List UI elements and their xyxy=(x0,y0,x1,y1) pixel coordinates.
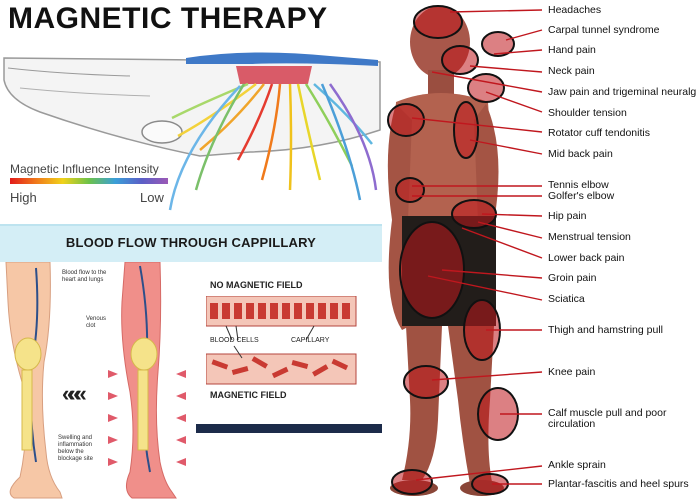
blood-flow-header-band xyxy=(0,224,382,262)
note-venous-clot: Venous clot xyxy=(86,316,107,329)
body-pain-map xyxy=(382,0,700,500)
pain-label-menstrual: Menstrual tension xyxy=(548,231,631,243)
magnetic-field-label: MAGNETIC FIELD xyxy=(210,390,287,400)
direction-chevrons-icon: ««« xyxy=(62,381,87,406)
legend-high-label: High xyxy=(10,190,37,205)
pain-label-jaw: Jaw pain and trigeminal neuralg xyxy=(548,86,697,98)
blood-flow-title: BLOOD FLOW THROUGH CAPPILLARY xyxy=(65,235,317,250)
pain-label-lower-back: Lower back pain xyxy=(548,252,625,264)
legend-low-label: Low xyxy=(140,190,164,205)
pain-label-neck: Neck pain xyxy=(548,65,595,77)
capillary-diagram xyxy=(206,296,357,385)
blood-cells-label: BLOOD CELLS xyxy=(210,337,259,344)
pain-label-hand: Hand pain xyxy=(548,44,596,56)
pain-label-tennis-elbow: Tennis elbow xyxy=(548,179,609,191)
pain-label-sciatica: Sciatica xyxy=(548,293,585,305)
pain-label-rotator-cuff: Rotator cuff tendonitis xyxy=(548,127,650,139)
pain-label-golfers-elbow: Golfer's elbow xyxy=(548,190,615,202)
pain-label-plantar: Plantar-fascitis and heel spurs xyxy=(548,478,689,490)
pain-label-thigh: Thigh and hamstring pull xyxy=(548,324,663,336)
pain-label-shoulder: Shoulder tension xyxy=(548,107,627,119)
pain-label-knee: Knee pain xyxy=(548,366,596,378)
pain-label-headaches: Headaches xyxy=(548,4,602,16)
legs-illustration xyxy=(5,262,186,499)
note-swelling: Swelling and inflammation below the bloc… xyxy=(58,435,94,462)
intensity-gradient-bar xyxy=(10,178,168,184)
capillary-label: CAPILLARY xyxy=(291,337,330,344)
pain-label-groin: Groin pain xyxy=(548,272,597,284)
finger-magnet-illustration xyxy=(3,52,381,211)
legend-title: Magnetic Influence Intensity xyxy=(10,162,159,176)
page-title: MAGNETIC THERAPY xyxy=(8,2,328,35)
pain-label-ankle: Ankle sprain xyxy=(548,459,606,471)
pain-label-calf: Calf muscle pull and poor circulation xyxy=(548,407,667,430)
navy-divider-bar xyxy=(196,424,382,433)
pain-label-carpal-tunnel: Carpal tunnel syndrome xyxy=(548,24,660,36)
pain-label-mid-back: Mid back pain xyxy=(548,148,613,160)
note-blood-flow: Blood flow to the heart and lungs xyxy=(62,270,107,283)
pain-label-hip: Hip pain xyxy=(548,210,587,222)
no-magnetic-field-label: NO MAGNETIC FIELD xyxy=(210,280,303,290)
